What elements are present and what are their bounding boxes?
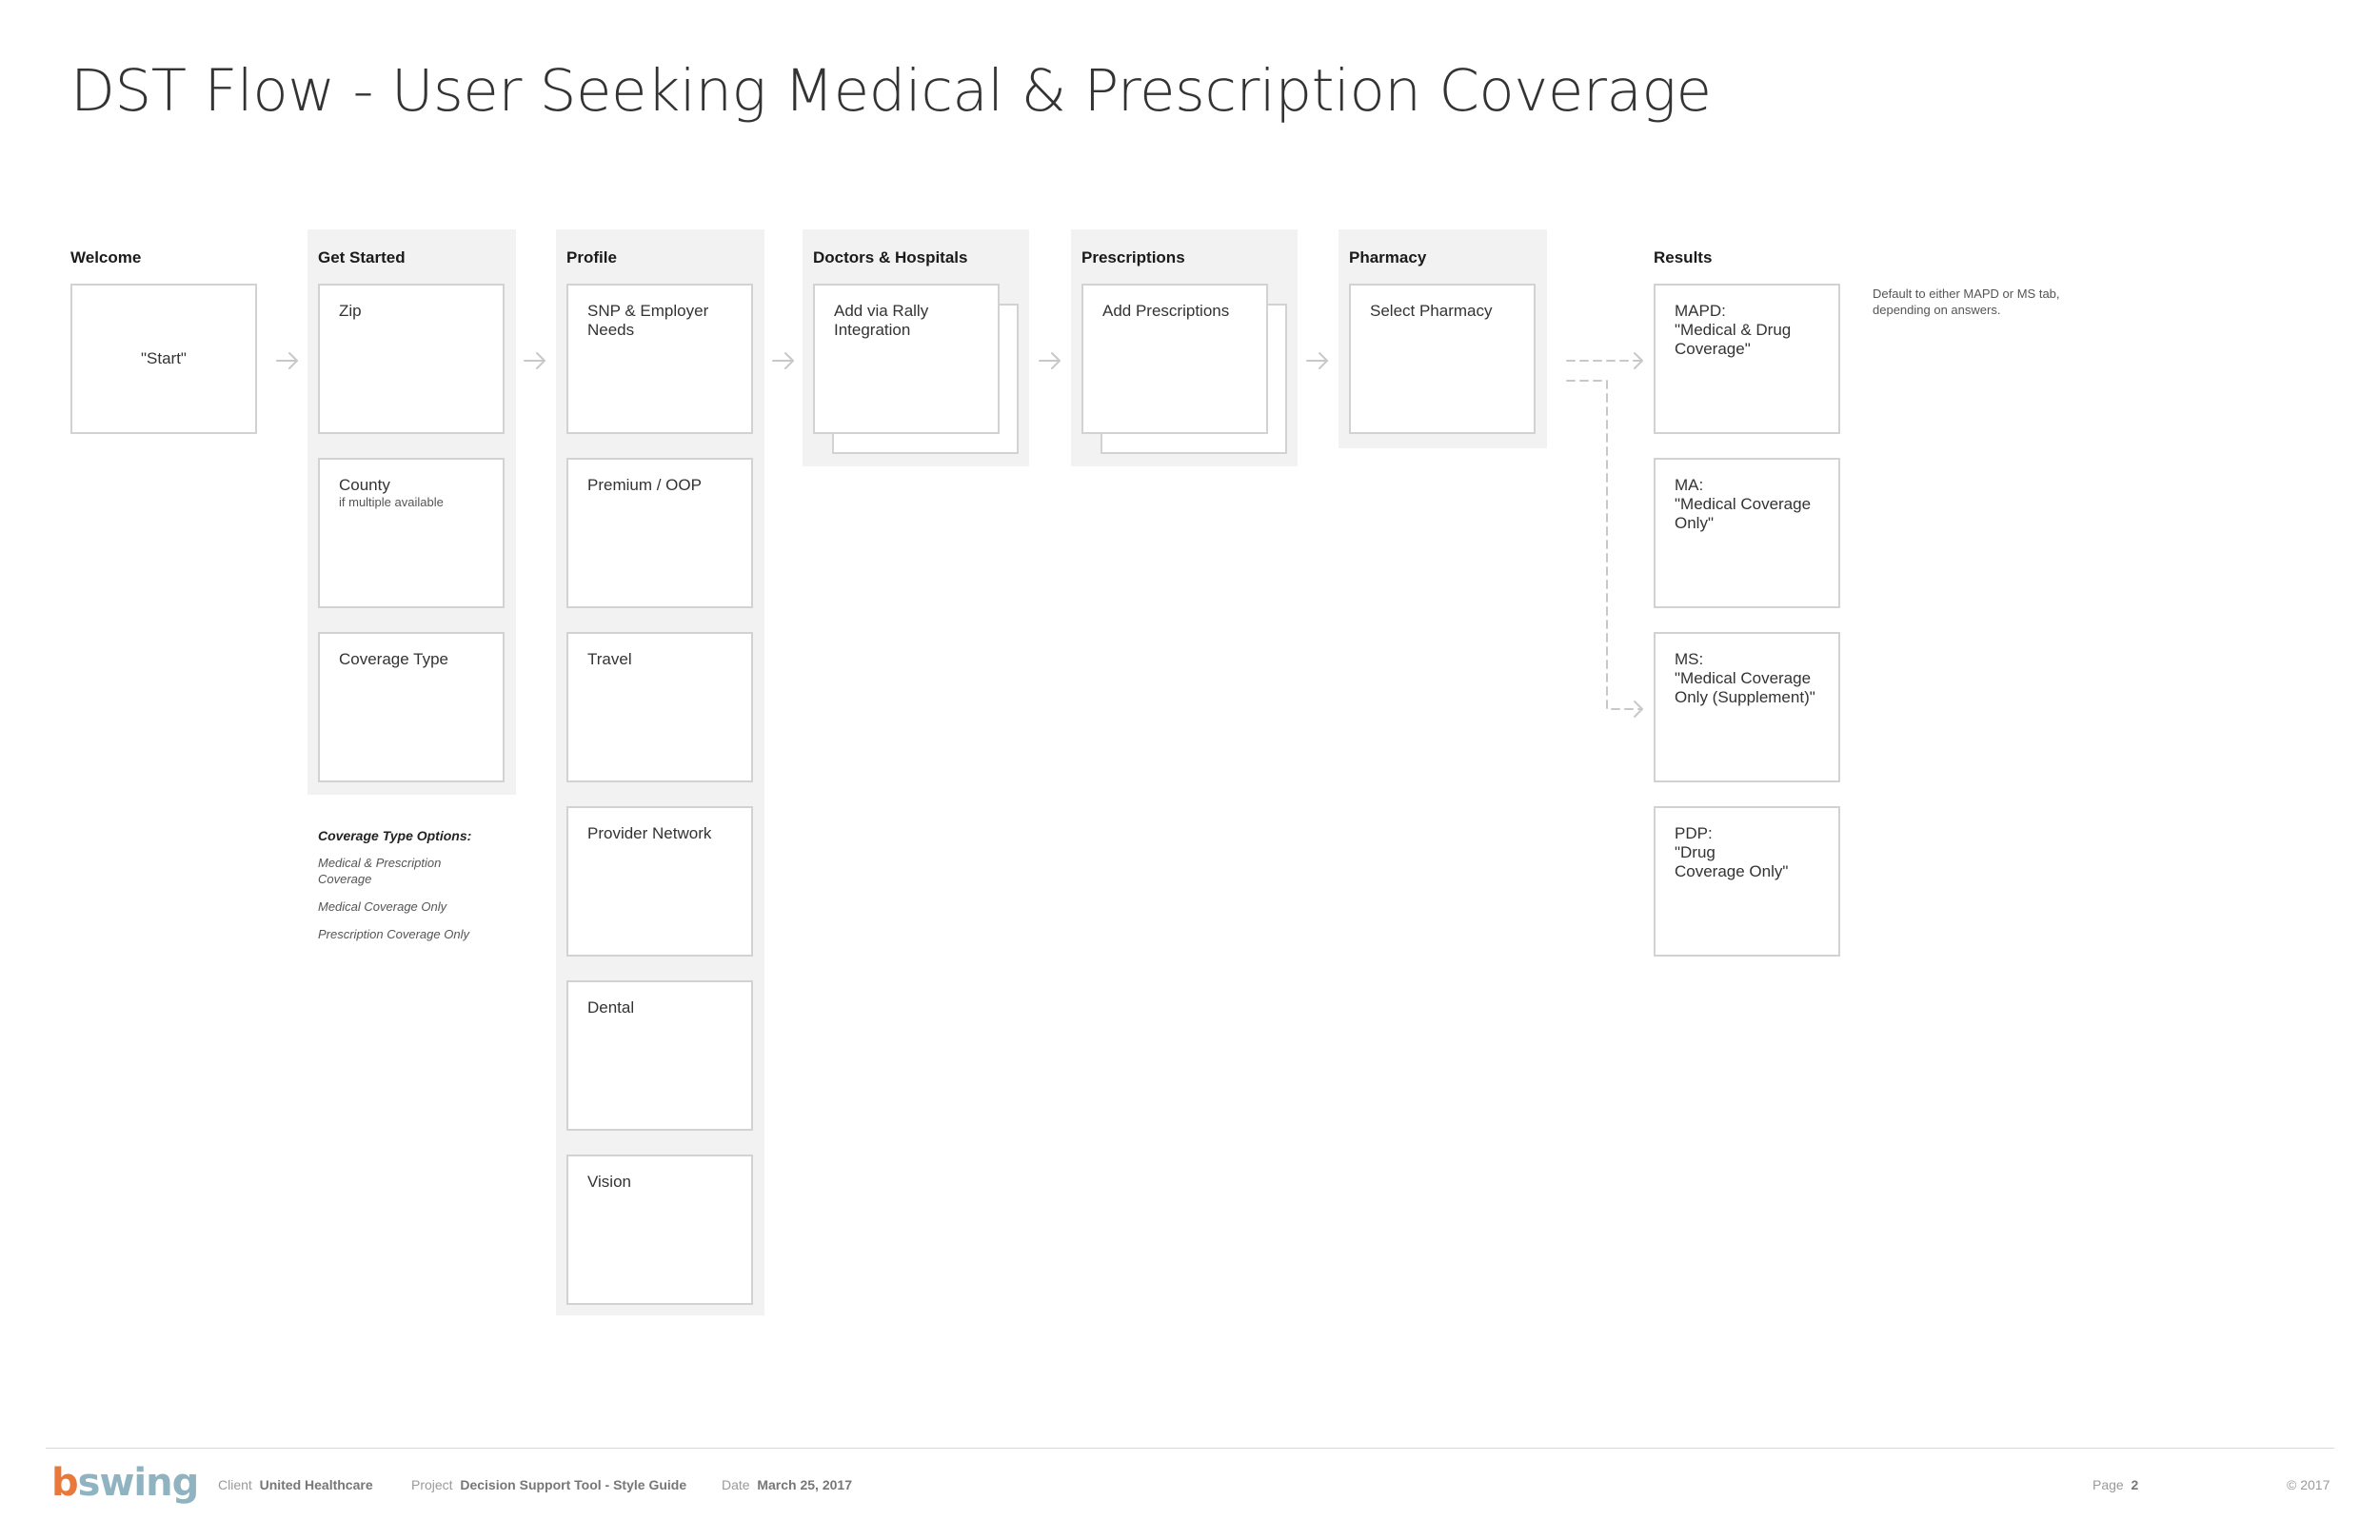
step-start: "Start" (70, 284, 257, 434)
footer-page: Page 2 (2092, 1477, 2139, 1492)
step-label: Premium / OOP (587, 476, 702, 494)
result-code: PDP: (1675, 824, 1713, 842)
dashed-arrow-to-ms (1566, 380, 1643, 710)
result-description: "Medical Coverage Only (Supplement)" (1675, 669, 1815, 706)
result-code: MA: (1675, 476, 1704, 494)
result-description: "Medical Coverage Only" (1675, 495, 1812, 532)
result-ms: MS: "Medical Coverage Only (Supplement)" (1654, 632, 1840, 782)
step-travel: Travel (566, 632, 753, 782)
results-note: Default to either MAPD or MS tab, depend… (1873, 286, 2060, 317)
step-label: Vision (587, 1173, 631, 1191)
column-title-pharmacy: Pharmacy (1349, 248, 1427, 267)
step-label: SNP & Employer Needs (587, 302, 709, 339)
column-title-welcome: Welcome (70, 248, 142, 267)
step-label: Zip (339, 302, 362, 320)
arrow-right-icon (1306, 352, 1328, 369)
step-select-pharmacy: Select Pharmacy (1349, 284, 1536, 434)
arrow-right-icon (1039, 352, 1061, 369)
step-add-via-rally: Add via Rally Integration (813, 284, 1000, 434)
step-label: County (339, 476, 390, 494)
column-title-doctors-hospitals: Doctors & Hospitals (813, 248, 968, 267)
step-premium-oop: Premium / OOP (566, 458, 753, 608)
result-description: "Medical & Drug Coverage" (1675, 321, 1792, 358)
result-code: MS: (1675, 650, 1704, 668)
page-title: DST Flow - User Seeking Medical & Prescr… (70, 57, 1712, 125)
result-pdp: PDP: "Drug Coverage Only" (1654, 806, 1840, 957)
arrow-right-icon (772, 352, 794, 369)
step-county: County if multiple available (318, 458, 505, 608)
bswing-logo: bswing (51, 1461, 199, 1505)
step-vision: Vision (566, 1155, 753, 1305)
step-label: Dental (587, 998, 635, 1017)
column-title-results: Results (1654, 248, 1713, 267)
coverage-option: Medical Coverage Only (318, 899, 447, 914)
coverage-option: Medical & Prescription Coverage (318, 856, 442, 886)
step-coverage-type: Coverage Type (318, 632, 505, 782)
step-provider-network: Provider Network (566, 806, 753, 957)
step-label: Provider Network (587, 824, 712, 842)
step-sublabel: if multiple available (339, 495, 444, 509)
step-zip: Zip (318, 284, 505, 434)
arrow-right-icon (524, 352, 545, 369)
step-label: Select Pharmacy (1370, 302, 1493, 320)
footer-divider (46, 1448, 2334, 1449)
coverage-option: Prescription Coverage Only (318, 927, 469, 941)
step-label: Add Prescriptions (1102, 302, 1230, 320)
result-code: MAPD: (1675, 302, 1726, 320)
arrowhead-icon (1634, 701, 1643, 718)
step-label: Travel (587, 650, 632, 668)
step-label: "Start" (141, 349, 187, 367)
column-title-get-started: Get Started (318, 248, 406, 267)
footer-date: Date March 25, 2017 (722, 1477, 852, 1492)
footer-copyright: © 2017 (2287, 1477, 2330, 1492)
coverage-type-options: Coverage Type Options: Medical & Prescri… (318, 828, 508, 954)
arrow-right-icon (276, 352, 298, 369)
result-ma: MA: "Medical Coverage Only" (1654, 458, 1840, 608)
step-add-prescriptions: Add Prescriptions (1081, 284, 1268, 434)
step-label: Add via Rally Integration (834, 302, 929, 339)
step-label: Coverage Type (339, 650, 448, 668)
footer-project: Project Decision Support Tool - Style Gu… (411, 1477, 687, 1492)
step-snp-employer-needs: SNP & Employer Needs (566, 284, 753, 434)
result-description: "Drug Coverage Only" (1675, 843, 1789, 880)
result-mapd: MAPD: "Medical & Drug Coverage" (1654, 284, 1840, 434)
coverage-options-heading: Coverage Type Options: (318, 828, 472, 843)
column-title-profile: Profile (566, 248, 617, 267)
footer-client: Client United Healthcare (218, 1477, 373, 1492)
step-dental: Dental (566, 980, 753, 1131)
column-title-prescriptions: Prescriptions (1081, 248, 1185, 267)
arrowhead-icon (1634, 352, 1643, 369)
